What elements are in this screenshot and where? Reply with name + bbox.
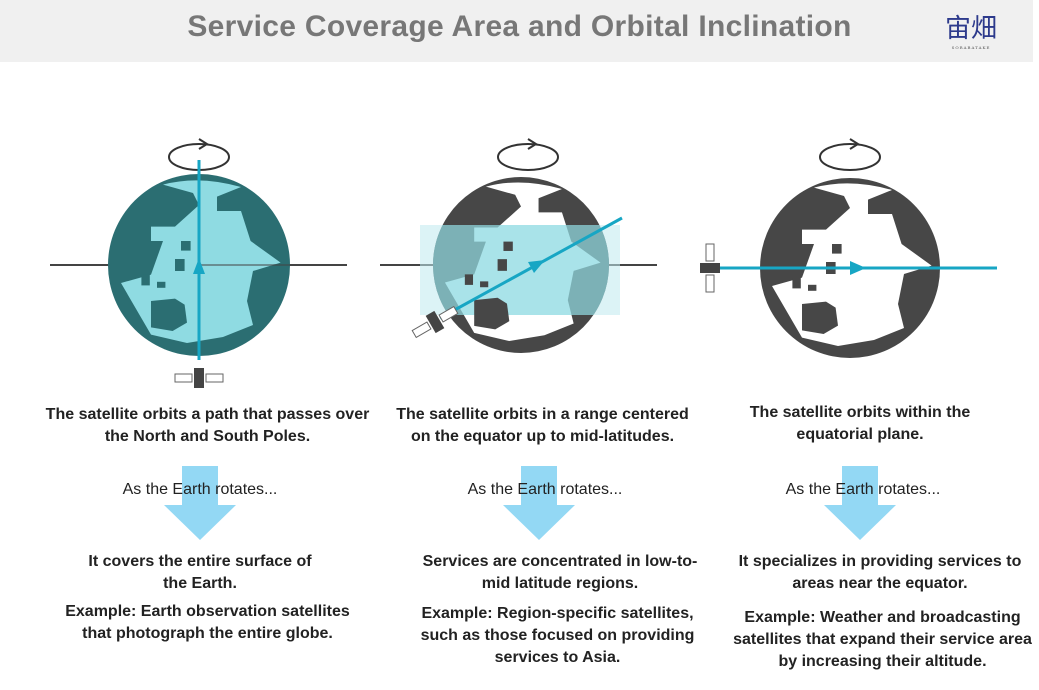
rotates-label: As the Earth rotates... [785,481,941,498]
example-equatorial: Example: Weather and broadcasting satell… [733,609,1032,670]
satellite-icon [174,367,224,389]
description-polar: The satellite orbits a path that passes … [45,406,370,445]
satellite-icon [699,243,721,293]
result-equatorial: It specializes in providing services to … [738,553,1022,592]
inclined-orbit-globe [380,138,657,353]
header-bar [0,0,1033,62]
rotates-label: As the Earth rotates... [122,481,278,498]
description-equatorial: The satellite orbits within the equatori… [749,404,971,443]
result-inclined: Services are concentrated in low-to-mid … [422,553,698,592]
page-title: Service Coverage Area and Orbital Inclin… [187,10,852,43]
equatorial-orbit-globe [699,138,997,358]
down-arrow [503,466,575,540]
rotation-icon [819,138,881,171]
polar-orbit-globe [50,138,347,389]
description-inclined: The satellite orbits in a range centered… [396,406,689,445]
down-arrow [824,466,896,540]
example-inclined: Example: Region-specific satellites, suc… [420,605,695,666]
down-arrow [164,466,236,540]
rotation-icon [497,138,559,171]
example-polar: Example: Earth observation satellites th… [65,603,350,642]
result-polar: It covers the entire surface of the Eart… [88,553,312,592]
rotates-label: As the Earth rotates... [467,481,623,498]
